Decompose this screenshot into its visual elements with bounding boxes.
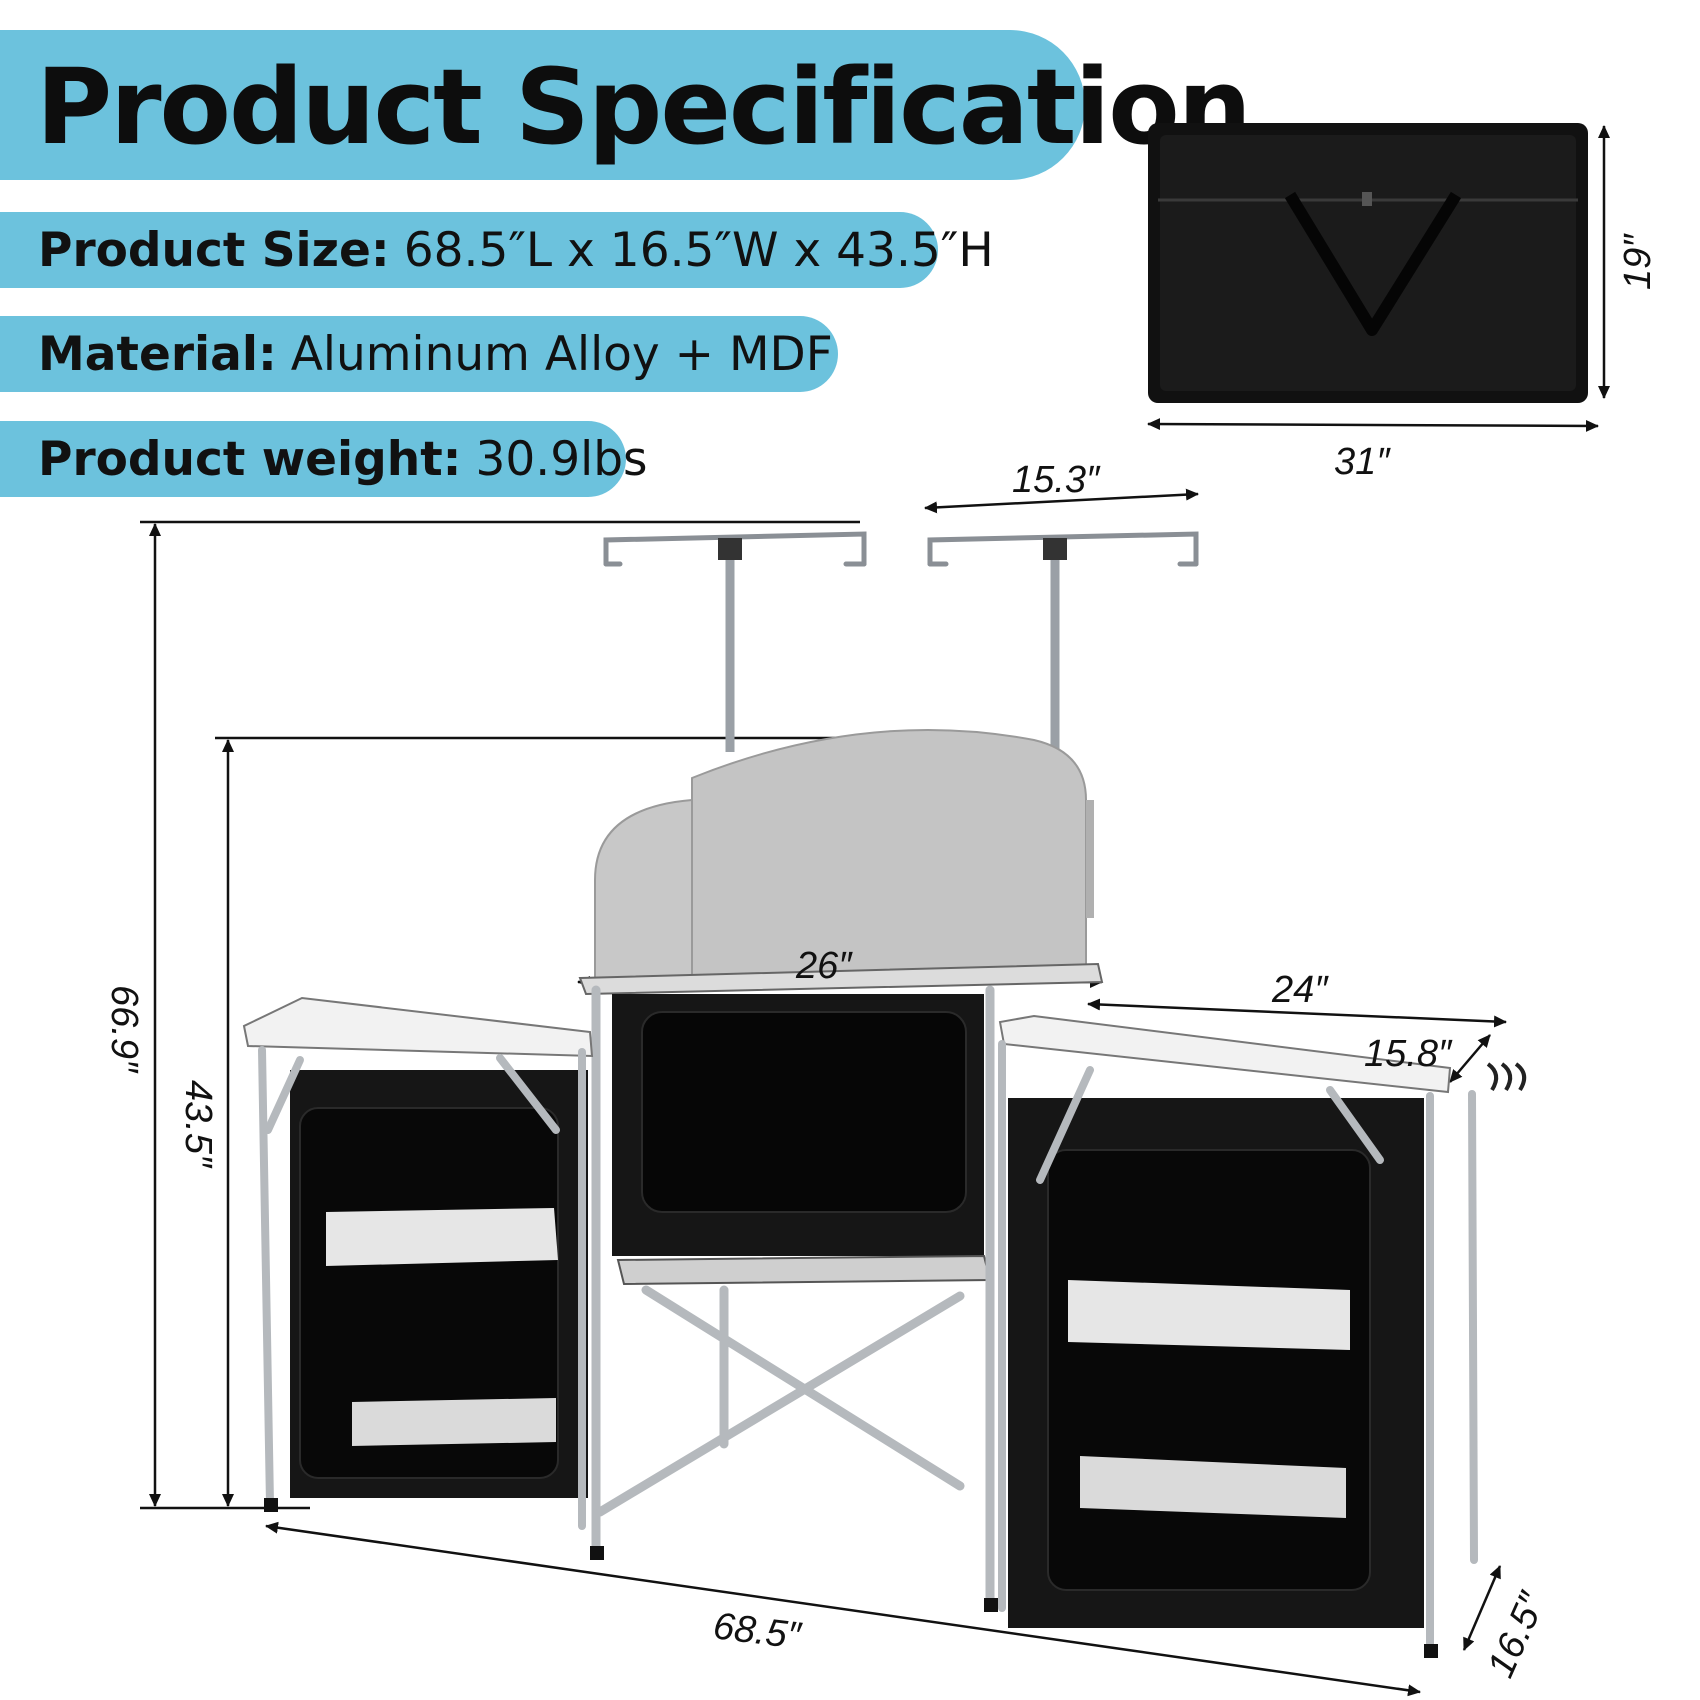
spec-value: 68.5″L x 16.5″W x 43.5″H [403, 222, 994, 278]
spec-material: Material: Aluminum Alloy + MDF [0, 316, 838, 392]
dim-total-length: 68.5″ [711, 1605, 804, 1658]
title-banner [0, 30, 1085, 180]
spec-value: Aluminum Alloy + MDF [290, 326, 833, 382]
spec-label: Product weight: [38, 431, 462, 487]
dim-bag-width: 31″ [1334, 441, 1391, 483]
spec-weight: Product weight: 30.9lbs [0, 421, 648, 497]
dimension-lines [140, 125, 1610, 1697]
dim-total-height: 66.9″ [103, 985, 145, 1074]
carry-bag-image [1148, 123, 1588, 403]
spec-value: 30.9lbs [475, 431, 648, 487]
dim-side-depth: 15.8″ [1364, 1033, 1453, 1075]
spec-product-size: Product Size: 68.5″L x 16.5″W x 43.5″H [0, 212, 994, 288]
dim-center-width: 26″ [795, 945, 853, 987]
page-title: Product Specification [36, 46, 1252, 168]
dim-bag-height: 19″ [1617, 233, 1659, 290]
spec-label: Material: [38, 326, 277, 382]
spec-label: Product Size: [38, 222, 390, 278]
camping-kitchen-image [242, 531, 1527, 1658]
dim-depth: 16.5″ [1480, 1585, 1555, 1683]
dim-table-height: 43.5″ [177, 1080, 219, 1169]
dim-side-width: 24″ [1271, 969, 1329, 1011]
dim-pole-span: 15.3″ [1012, 459, 1101, 501]
